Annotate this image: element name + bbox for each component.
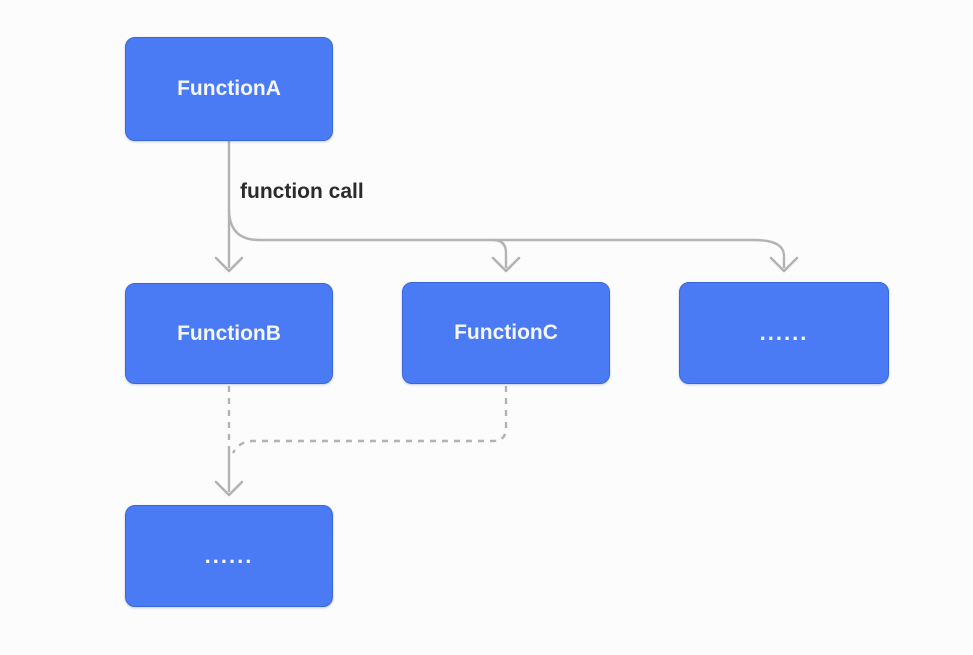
arrowhead-functionb xyxy=(214,256,244,273)
node-more-callees-label: ...... xyxy=(759,320,809,345)
edge-branch-functionc xyxy=(492,238,508,268)
node-more-nested-call: ...... xyxy=(125,505,333,607)
edge-functiona-branch-horizontal xyxy=(227,208,786,268)
node-function-b: FunctionB xyxy=(125,283,333,384)
node-function-b-label: FunctionB xyxy=(177,321,281,345)
edge-functionc-dashed xyxy=(231,386,508,454)
node-more-callees: ...... xyxy=(679,282,889,384)
node-function-a-label: FunctionA xyxy=(177,77,281,100)
edge-label-function-call: function call xyxy=(240,180,364,203)
node-more-nested-call-label: ...... xyxy=(204,543,254,568)
arrowhead-functionc xyxy=(491,256,521,273)
arrowhead-more-nested xyxy=(214,480,244,497)
node-function-a: FunctionA xyxy=(125,37,333,141)
node-function-c-label: FunctionC xyxy=(454,321,558,344)
node-function-c: FunctionC xyxy=(402,282,610,384)
arrowhead-more-callees xyxy=(769,256,799,273)
